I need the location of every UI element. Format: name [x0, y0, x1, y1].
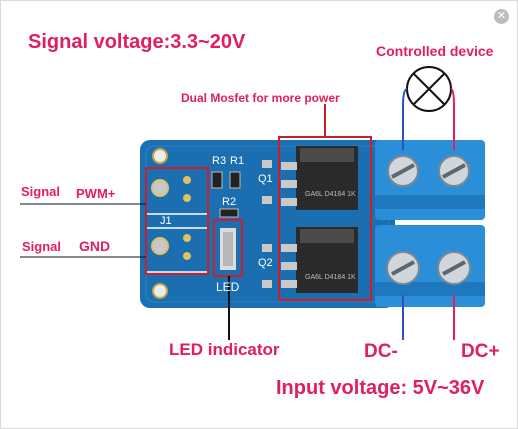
signal-voltage-label: Signal voltage:3.3~20V: [28, 31, 246, 53]
dc-minus-label: DC-: [364, 341, 398, 362]
pwm-label: PWM+: [76, 186, 116, 201]
terminal-top-base: [375, 195, 485, 209]
close-icon[interactable]: ✕: [494, 9, 509, 24]
signal-label-gnd: Signal: [22, 239, 62, 254]
input-voltage-label: Input voltage: 5V~36V: [276, 377, 485, 399]
controlled-device-label: Controlled device: [376, 43, 494, 59]
led-indicator-label: LED indicator: [169, 340, 280, 359]
signal-outline: [145, 167, 209, 275]
resistor-r2: [219, 208, 239, 218]
silk-q2: Q2: [258, 257, 273, 269]
chip-marking-top: GA6L D4184 1K: [305, 191, 356, 198]
silk-j1: J1: [160, 215, 172, 227]
mount-hole-bottom: [152, 283, 168, 299]
mount-hole-top: [152, 148, 168, 164]
silk-r3: R3: [212, 155, 226, 167]
chip-marking-bottom: GA6L D4184 1K: [305, 274, 356, 281]
silk-led: LED: [216, 280, 240, 294]
gnd-label: GND: [79, 238, 111, 254]
dc-plus-label: DC+: [461, 341, 500, 362]
dual-mosfet-label: Dual Mosfet for more power: [181, 91, 340, 105]
terminal-bottom-base: [375, 282, 485, 296]
silk-q1: Q1: [258, 173, 273, 185]
resistor-r1: [229, 171, 241, 189]
silk-r1: R1: [230, 155, 244, 167]
signal-label-pwm: Signal: [21, 184, 61, 199]
resistor-r3: [211, 171, 223, 189]
silk-r2: R2: [222, 196, 236, 208]
screw-slot: [391, 163, 415, 179]
